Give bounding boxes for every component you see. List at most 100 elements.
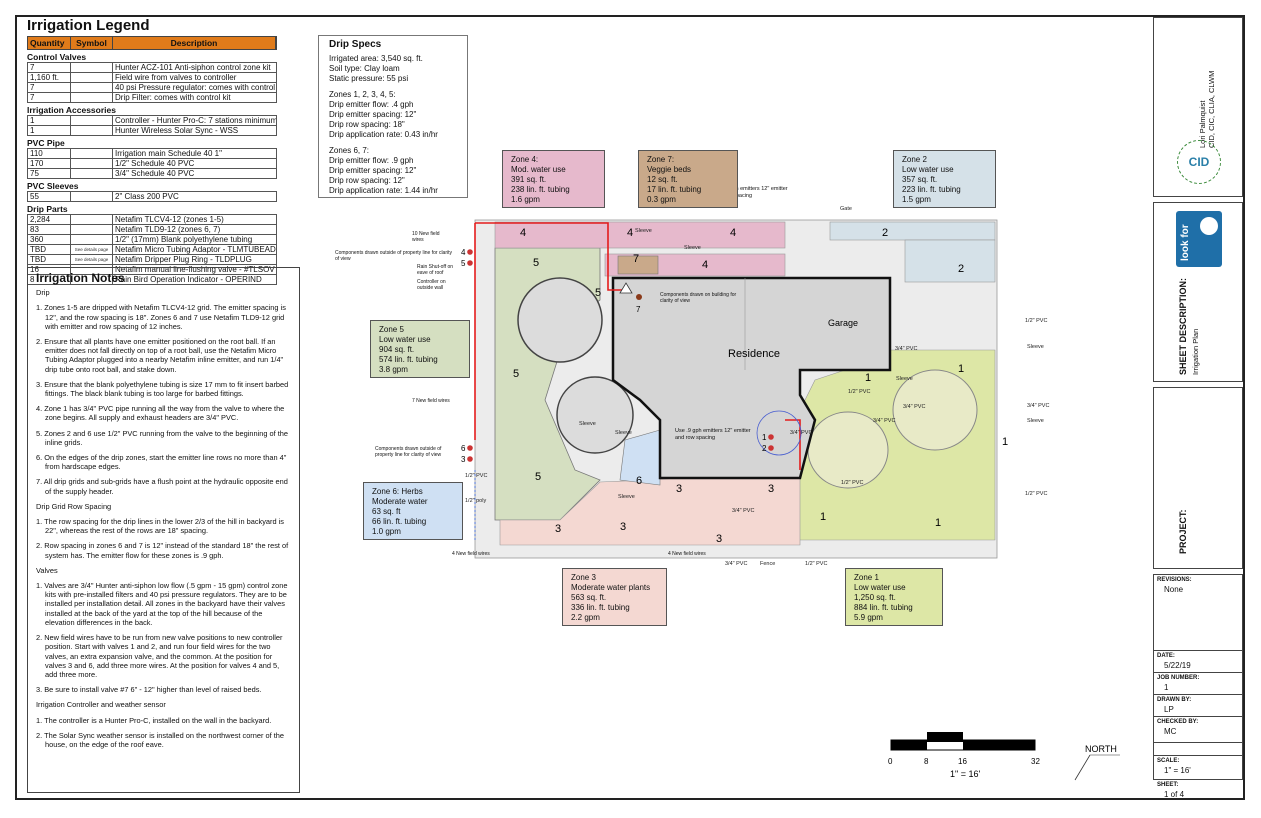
plan-num-4c: 4: [730, 227, 736, 239]
valve-7-icon: [636, 294, 642, 300]
valve-6-icon: [467, 445, 473, 451]
zone-info-line: 391 sq. ft.: [511, 175, 547, 184]
pvc-34-label-1: 3/4" PVC: [895, 346, 917, 352]
plan-num-1a: 1: [865, 372, 871, 384]
plan-num-1b: 1: [958, 363, 964, 375]
legend-description: Rain Bird Operation Indicator - OPERIND: [115, 275, 262, 284]
plan-num-3e: 3: [716, 533, 722, 545]
legend-symbol: [71, 235, 113, 244]
grid-note-item: 1. The row spacing for the drip lines in…: [36, 517, 284, 536]
pvc-34-label-5: 3/4" PVC: [732, 508, 754, 514]
legend-symbol: [71, 93, 113, 102]
legend-quantity: 1,160 ft.: [28, 73, 71, 82]
legend-description: Drip Filter: comes with control kit: [115, 93, 231, 102]
field-wires-4-note-a: 4 New field wires: [452, 551, 490, 557]
legend-symbol: [71, 83, 113, 92]
plan-notes-callouts: 10 New field wires 7 New field wires 4 N…: [335, 186, 788, 557]
drip-spec-line: Drip emitter spacing: 12": [329, 166, 417, 175]
scale-bar: 0 8 16 32 1" = 16': [888, 732, 1040, 779]
notes-controller-heading: Irrigation Controller and weather sensor: [36, 700, 166, 710]
legend-description: 1/2" Schedule 40 PVC: [115, 159, 195, 168]
components-outside-note-top: Components drawn outside of property lin…: [335, 250, 453, 262]
valve-4-label: 4: [461, 248, 466, 257]
date-value: 5/22/19: [1154, 661, 1242, 673]
zone-info-line: Mod. water use: [511, 165, 566, 174]
legend-row: 7 Drip Filter: comes with control kit: [27, 93, 277, 103]
drip-spec-line: Zones 1, 2, 3, 4, 5:: [329, 90, 396, 99]
legend-symbol: [71, 225, 113, 234]
pvc-34-label-2: 3/4" PVC: [903, 404, 925, 410]
legend-quantity: 55: [28, 192, 71, 201]
notes-valves-heading: Valves: [36, 565, 58, 575]
drip-spec-line: Static pressure: 55 psi: [329, 74, 409, 83]
valve-6-label: 6: [461, 444, 466, 453]
legend-quantity: 8: [28, 275, 71, 284]
components-outside-note-mid: Components drawn outside of property lin…: [375, 446, 442, 458]
patio-circle-lower: [556, 376, 634, 454]
zone-2-area-side: [904, 239, 996, 283]
legend-row: 55 2" Class 200 PVC: [27, 191, 277, 202]
valve-cluster-4-5[interactable]: 4 5: [461, 248, 473, 268]
zone-info-line: Moderate water plants: [571, 583, 651, 592]
legend-symbol: [71, 215, 113, 224]
drip-spec-line: Drip emitter flow: .4 gph: [329, 100, 414, 109]
residence-label: Residence: [728, 348, 780, 360]
residence-footprint: [611, 276, 892, 480]
sheet-value: 1 of 4: [1164, 790, 1185, 799]
water-drop-icon: [1200, 217, 1218, 235]
revisions-value: None: [1164, 585, 1184, 594]
sleeve-label-1: Sleeve: [635, 228, 652, 234]
legend-quantity: 1: [28, 116, 71, 125]
valve-7-group[interactable]: 7: [619, 282, 642, 314]
legend-symbol: [71, 149, 113, 158]
drip-note-item: 5. Zones 2 and 6 use 1/2" PVC running fr…: [36, 428, 289, 447]
zone-info-line: 223 lin. ft. tubing: [902, 185, 961, 194]
zone-2-area-top: [829, 221, 996, 241]
legend-quantity: 1: [28, 126, 71, 135]
scale-tick-32: 32: [1031, 757, 1040, 766]
plan-num-4d: 4: [702, 259, 708, 271]
plan-num-5c: 5: [535, 471, 541, 483]
legend-quantity: 75: [28, 169, 71, 178]
legend-description: 2" Class 200 PVC: [115, 192, 179, 201]
legend-symbol: [71, 275, 113, 284]
notes-drip-heading: Drip: [36, 288, 50, 298]
zone-info-line: 357 sq. ft.: [902, 175, 938, 184]
legend-symbol: [71, 169, 113, 178]
field-wires-7-note: 7 New field wires: [412, 398, 450, 404]
plan-num-3d: 3: [555, 523, 561, 535]
plan-num-4a: 4: [520, 227, 526, 239]
legend-quantity: 7: [28, 93, 71, 102]
legend-symbol: [71, 126, 113, 135]
legend-description: Netafim manual line-flushing valve - #TL…: [115, 265, 275, 274]
field-wires-10-note: 10 New field wires: [412, 231, 440, 243]
zone-info-line: 66 lin. ft. tubing: [372, 517, 427, 526]
valve-1-2-highlight-ring: [756, 410, 802, 456]
valve-cluster-6-3[interactable]: 6 3: [461, 444, 473, 464]
sleeve-label-6: Sleeve: [896, 376, 913, 382]
valve-cluster-1-2[interactable]: 1 2: [756, 410, 802, 456]
valve-3-label: 3: [461, 455, 466, 464]
drip-spec-line: Drip application rate: 0.43 in/hr: [329, 130, 438, 139]
irrigation-notes: Irrigation Notes Drip 1. Zones 1-5 are d…: [27, 267, 300, 793]
legend-section-title: PVC Pipe: [27, 138, 65, 148]
valve-2-label: 2: [762, 444, 767, 453]
plan-num-2a: 2: [882, 227, 888, 239]
zone-info-line: 336 lin. ft. tubing: [571, 603, 630, 612]
legend-description: Controller - Hunter Pro-C: 7 stations mi…: [115, 116, 276, 125]
drip-spec-line: Drip row spacing: 12": [329, 176, 405, 185]
legend-symbol: [71, 192, 113, 201]
zone-4-area-top: [494, 221, 786, 249]
pvc-half-label-2: 1/2" PVC: [848, 389, 870, 395]
zone-info-line: Low water use: [854, 583, 906, 592]
valve-note-item: 1. Valves are 3/4" Hunter anti-siphon lo…: [36, 581, 288, 627]
sleeve-label-8: Sleeve: [1027, 418, 1044, 424]
drip-note-item: 2. Ensure that all plants have one emitt…: [36, 337, 284, 374]
legend-title: Irrigation Legend: [27, 17, 150, 34]
